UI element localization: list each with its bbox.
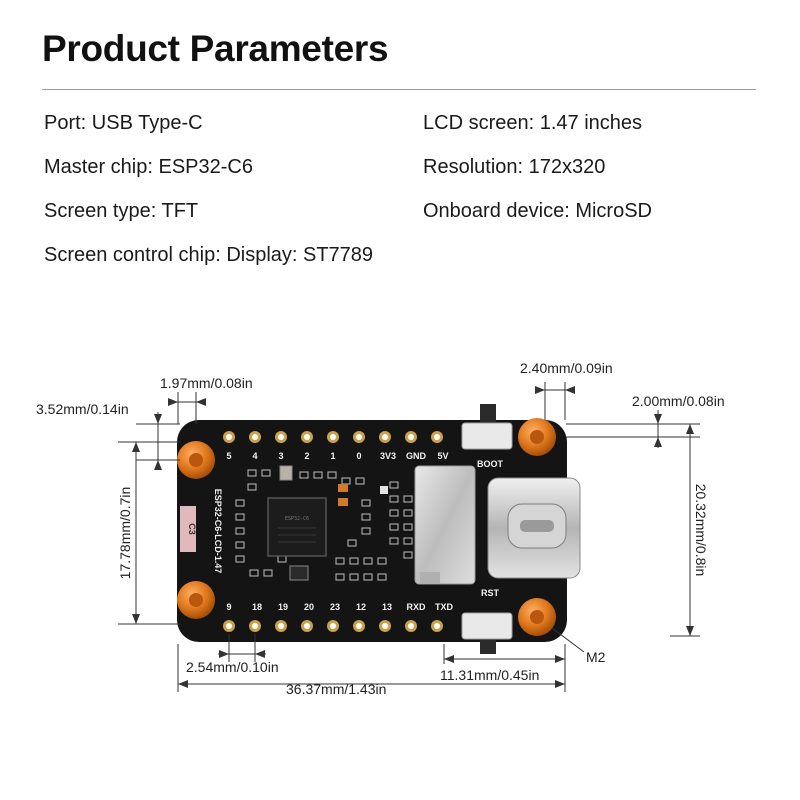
param-onboard-device: Onboard device: MicroSD xyxy=(423,200,652,222)
top-pin-header xyxy=(223,431,443,443)
dim-label-hole-edge-right: 2.00mm/0.08in xyxy=(632,393,725,409)
pin-label-bottom: 19 xyxy=(278,602,288,612)
pin-label-top: 1 xyxy=(330,451,335,461)
standoff-screw-icon xyxy=(518,598,556,636)
boot-button[interactable] xyxy=(461,422,513,450)
dimension-arrows xyxy=(132,386,694,688)
boot-button-label: BOOT xyxy=(477,459,504,469)
capacitor-icon xyxy=(338,498,348,506)
chip-marking: ESP32-C6 xyxy=(285,516,309,522)
led-icon xyxy=(279,465,293,481)
board-model-label: ESP32-C6-LCD-1.47 xyxy=(213,489,223,574)
param-port: Port: USB Type-C xyxy=(44,112,203,134)
pin-label-top: GND xyxy=(406,451,427,461)
microsd-slot-icon xyxy=(414,465,476,585)
smd-components xyxy=(235,469,413,581)
param-resolution: Resolution: 172x320 xyxy=(423,156,606,178)
reset-button-label: RST xyxy=(481,588,500,598)
pin-label-top: 5V xyxy=(437,451,448,461)
dim-label-hole-edge-left: 3.52mm/0.14in xyxy=(36,401,129,417)
dim-label-pin-offset: 1.97mm/0.08in xyxy=(160,375,253,391)
standoff-screw-icon xyxy=(177,441,215,479)
pin-label-bottom: 13 xyxy=(382,602,392,612)
usb-c-tongue xyxy=(520,520,554,532)
pin-label-top: 3V3 xyxy=(380,451,396,461)
pin-label-top: 5 xyxy=(226,451,231,461)
dim-label-right-section: 11.31mm/0.45in xyxy=(440,667,539,683)
param-lcd-screen: LCD screen: 1.47 inches xyxy=(423,112,643,134)
pin-label-bottom: 20 xyxy=(304,602,314,612)
microsd-slot-tab xyxy=(420,572,440,584)
reset-button[interactable] xyxy=(461,612,513,640)
pin-label-bottom: TXD xyxy=(435,602,454,612)
bottom-pin-header xyxy=(223,620,443,632)
indicator-strip xyxy=(180,506,196,552)
param-screen-type: Screen type: TFT xyxy=(44,200,199,222)
pin-label-top: 2 xyxy=(304,451,309,461)
dim-label-total-length: 36.37mm/1.43in xyxy=(286,681,386,697)
regulator-icon xyxy=(289,565,309,581)
pin-label-bottom: 18 xyxy=(252,602,262,612)
pin-label-top: 4 xyxy=(252,451,257,461)
esp32-chip-icon xyxy=(267,497,327,557)
dim-label-mount-hole: M2 xyxy=(586,649,606,665)
pin-label-top: 3 xyxy=(278,451,283,461)
indicator-label: C3 xyxy=(187,523,197,535)
pin-label-bottom: RXD xyxy=(406,602,426,612)
title-divider xyxy=(42,89,756,90)
reset-button-actuator[interactable] xyxy=(480,640,496,654)
dim-label-hole-vertical: 17.78mm/0.7in xyxy=(117,487,133,580)
standoff-screw-icon xyxy=(518,418,556,456)
dim-label-usb-width: 2.40mm/0.09in xyxy=(520,360,613,376)
dim-label-board-height: 20.32mm/0.8in xyxy=(693,484,709,577)
page-title: Product Parameters xyxy=(42,28,389,69)
standoff-screw-icon xyxy=(177,581,215,619)
capacitor-icon xyxy=(338,484,348,492)
pin-label-bottom: 12 xyxy=(356,602,366,612)
pin-label-bottom: 23 xyxy=(330,602,340,612)
pin-label-bottom: 9 xyxy=(226,602,231,612)
boot-button-actuator[interactable] xyxy=(480,404,496,422)
dim-label-pin-pitch: 2.54mm/0.10in xyxy=(186,659,279,675)
resistor-icon xyxy=(380,486,388,494)
param-control-chip: Screen control chip: Display: ST7789 xyxy=(44,244,374,266)
pin-label-top: 0 xyxy=(356,451,361,461)
param-master-chip: Master chip: ESP32-C6 xyxy=(44,156,253,178)
